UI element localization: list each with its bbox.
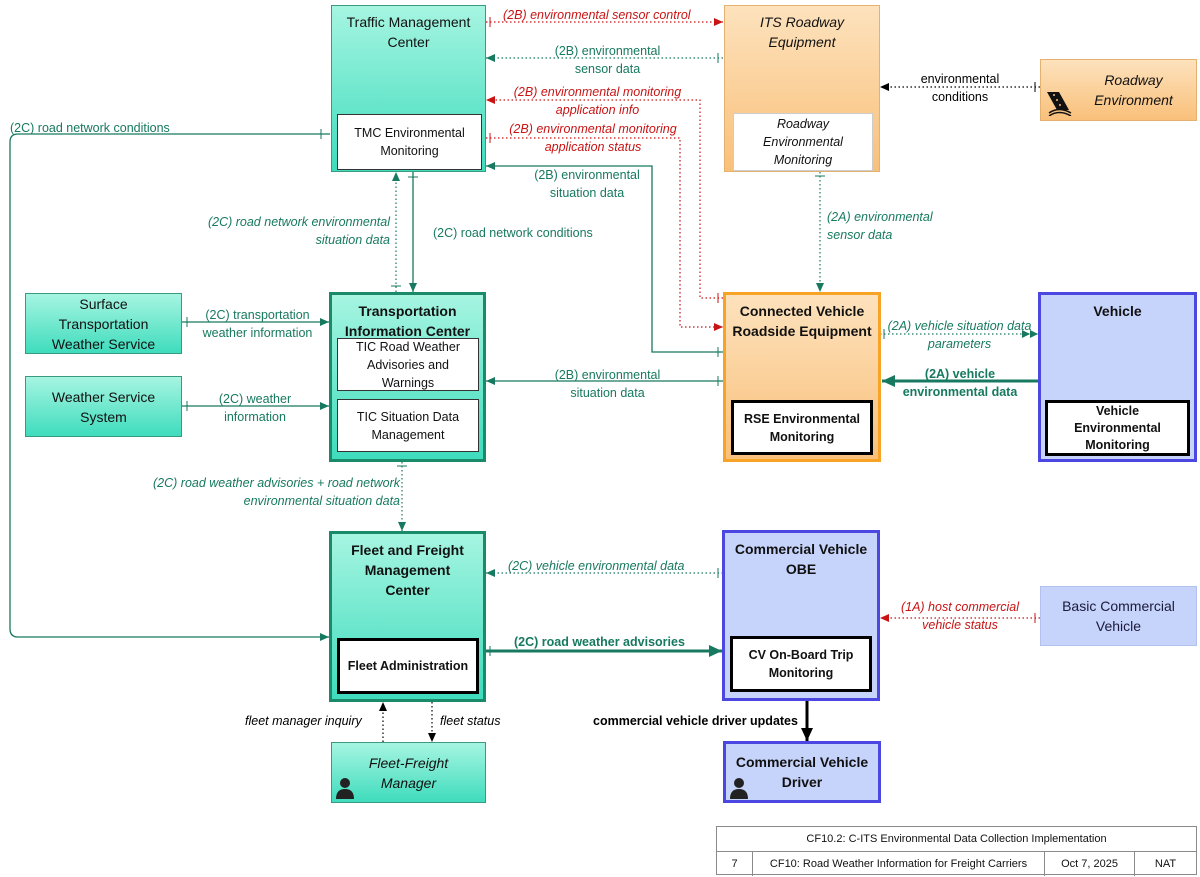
- flow-label-app-info: (2B) environmental monitoring applicatio…: [513, 85, 682, 117]
- surface-transportation-weather-service[interactable]: Surface Transportation Weather Service: [25, 293, 182, 354]
- weather-service-system[interactable]: Weather Service System: [25, 376, 182, 437]
- fleet-administration[interactable]: Fleet Administration: [337, 638, 479, 694]
- cv-driver-title: Commercial Vehicle Driver: [735, 754, 869, 790]
- its-roadway-title: ITS Roadway Equipment: [759, 14, 845, 50]
- its-roadway-equipment[interactable]: ITS Roadway Equipment Roadway Environmen…: [724, 5, 880, 172]
- footer-name: CF10: Road Weather Information for Freig…: [753, 852, 1045, 876]
- transportation-information-center[interactable]: Transportation Information Center TIC Ro…: [329, 292, 486, 462]
- flow-label-road-weather-advisories-plus: (2C) road weather advisories + road netw…: [153, 476, 400, 508]
- flow-label-road-weather-advisories: (2C) road weather advisories: [514, 635, 685, 649]
- footer-title: CF10.2: C-ITS Environmental Data Collect…: [717, 827, 1196, 852]
- commercial-vehicle-driver[interactable]: Commercial Vehicle Driver: [723, 741, 881, 803]
- person-icon: [336, 778, 354, 799]
- diagram-footer: CF10.2: C-ITS Environmental Data Collect…: [716, 826, 1197, 876]
- flow-label-road-network-conditions-left: (2C) road network conditions: [10, 121, 170, 135]
- person-icon: [730, 778, 748, 799]
- flow-label-road-network-env-situation: (2C) road network environmental situatio…: [207, 215, 390, 247]
- flow-label-app-status: (2B) environmental monitoring applicatio…: [509, 122, 677, 154]
- vehicle[interactable]: Vehicle Vehicle Environmental Monitoring: [1038, 292, 1197, 462]
- flow-label-vehicle-environmental-data: (2A) vehicle environmental data: [902, 367, 1018, 399]
- flow-label-fleet-manager-inquiry: fleet manager inquiry: [245, 714, 362, 728]
- flow-label-weather-information: (2C) weather information: [218, 392, 292, 424]
- flow-label-road-network-conditions-tic: (2C) road network conditions: [433, 226, 593, 240]
- road-icon: [1047, 92, 1072, 116]
- fleet-freight-manager[interactable]: Fleet-Freight Manager: [331, 742, 486, 803]
- tic-road-weather-advisories[interactable]: TIC Road Weather Advisories and Warnings: [337, 338, 479, 391]
- commercial-vehicle-obe[interactable]: Commercial Vehicle OBE CV On-Board Trip …: [722, 530, 880, 701]
- fleet-and-freight-management-center[interactable]: Fleet and Freight Management Center Flee…: [329, 531, 486, 702]
- cvobe-title: Commercial Vehicle OBE: [734, 541, 868, 577]
- flow-label-env-sensor-data-2b: (2B) environmental sensor data: [554, 44, 661, 76]
- connected-vehicle-roadside-equipment[interactable]: Connected Vehicle Roadside Equipment RSE…: [723, 292, 881, 462]
- footer-tag: NAT: [1154, 858, 1177, 870]
- footer-number: 7: [717, 852, 753, 876]
- tmc-title: Traffic Management Center: [346, 14, 471, 50]
- vehicle-title: Vehicle: [1093, 303, 1142, 319]
- flow-label-env-sensor-data-2a: (2A) environmental sensor data: [827, 210, 933, 242]
- flow-label-fleet-status: fleet status: [440, 714, 501, 728]
- wss-title: Weather Service System: [51, 388, 156, 425]
- basic-cv-title: Basic Commercial Vehicle: [1062, 598, 1175, 634]
- flow-label-transportation-weather-info: (2C) transportation weather information: [202, 308, 313, 340]
- flow-label-env-sensor-control: (2B) environmental sensor control: [503, 8, 691, 22]
- basic-commercial-vehicle[interactable]: Basic Commercial Vehicle: [1040, 586, 1197, 646]
- flow-label-env-situation-data-tic: (2B) environmental situation data: [554, 368, 661, 400]
- flow-label-vehicle-situation-data-parameters: (2A) vehicle situation data parameters: [887, 319, 1032, 351]
- cv-on-board-trip-monitoring[interactable]: CV On-Board Trip Monitoring: [730, 636, 872, 692]
- roadway-environmental-monitoring[interactable]: Roadway Environmental Monitoring: [733, 113, 873, 171]
- footer-date: Oct 7, 2025: [1045, 852, 1135, 876]
- ffmc-title: Fleet and Freight Management Center: [351, 542, 464, 598]
- cvre-title: Connected Vehicle Roadside Equipment: [732, 303, 872, 339]
- ff-manager-title: Fleet-Freight Manager: [368, 754, 449, 791]
- vehicle-environmental-monitoring[interactable]: Vehicle Environmental Monitoring: [1045, 400, 1190, 456]
- flow-label-cv-driver-updates: commercial vehicle driver updates: [593, 714, 798, 728]
- tic-situation-data-management[interactable]: TIC Situation Data Management: [337, 399, 479, 452]
- flow-tick-marks: [186, 17, 1036, 656]
- roadway-environment[interactable]: Roadway Environment: [1040, 59, 1197, 121]
- flow-label-vehicle-environmental-data-cv: (2C) vehicle environmental data: [508, 559, 685, 573]
- tic-title: Transportation Information Center: [344, 303, 471, 339]
- flow-label-host-cv-status: (1A) host commercial vehicle status: [900, 600, 1020, 632]
- traffic-management-center[interactable]: Traffic Management Center TMC Environmen…: [331, 5, 486, 172]
- flow-lines: [9, 18, 1040, 742]
- flow-label-env-situation-data-tmc: (2B) environmental situation data: [534, 168, 640, 200]
- tmc-environmental-monitoring[interactable]: TMC Environmental Monitoring: [337, 114, 482, 170]
- flow-label-environmental-conditions: environmental conditions: [920, 72, 1000, 104]
- surface-title: Surface Transportation Weather Service: [51, 295, 156, 352]
- rse-environmental-monitoring[interactable]: RSE Environmental Monitoring: [731, 400, 873, 455]
- roadway-env-title: Roadway Environment: [1094, 72, 1173, 108]
